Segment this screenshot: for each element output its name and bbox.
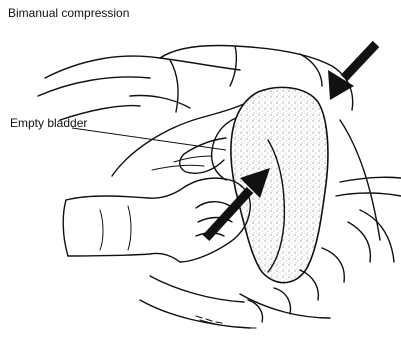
empty-bladder-leader-line xyxy=(72,128,226,150)
uterus xyxy=(212,87,328,282)
figure-title: Bimanual compression xyxy=(8,6,129,20)
empty-bladder-label: Empty bladder xyxy=(10,116,87,130)
perineum xyxy=(140,276,330,328)
empty-bladder xyxy=(152,138,226,173)
